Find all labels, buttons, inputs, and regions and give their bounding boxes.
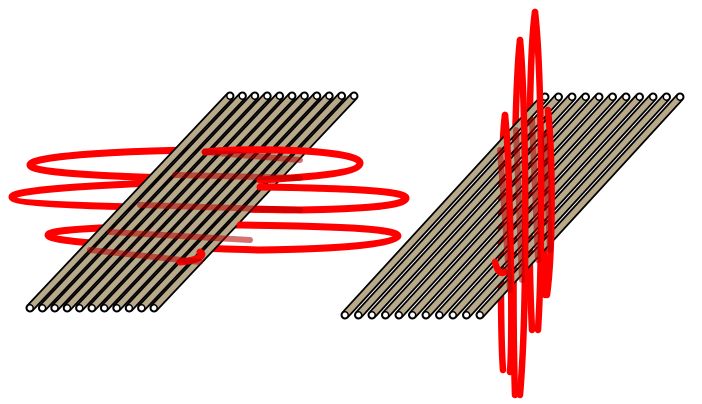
right-rod-5 (394, 92, 604, 320)
left-coil-overlap (87, 149, 303, 265)
left-rod-4 (62, 91, 272, 313)
left-coil-front-loops (176, 146, 410, 266)
left-rod-10 (137, 91, 347, 313)
right-coil-front-loops (491, 8, 555, 399)
right-rod-10 (462, 92, 671, 320)
left-rod-9 (124, 91, 334, 313)
left-rod-bundle (25, 91, 359, 313)
right-panel (340, 8, 685, 399)
left-rod-7 (99, 91, 309, 313)
left-rod-6 (87, 91, 297, 313)
right-coil-front (491, 8, 555, 399)
right-rod-1 (340, 92, 550, 320)
left-coil-front (87, 146, 410, 266)
right-coil-overlap (497, 117, 553, 293)
left-rod-2 (37, 91, 247, 313)
left-rod-3 (50, 91, 260, 313)
left-rod-1 (25, 91, 235, 313)
left-rod-8 (112, 91, 322, 313)
left-panel (8, 91, 410, 313)
left-rod-5 (75, 91, 285, 313)
left-rod-11 (149, 91, 359, 313)
